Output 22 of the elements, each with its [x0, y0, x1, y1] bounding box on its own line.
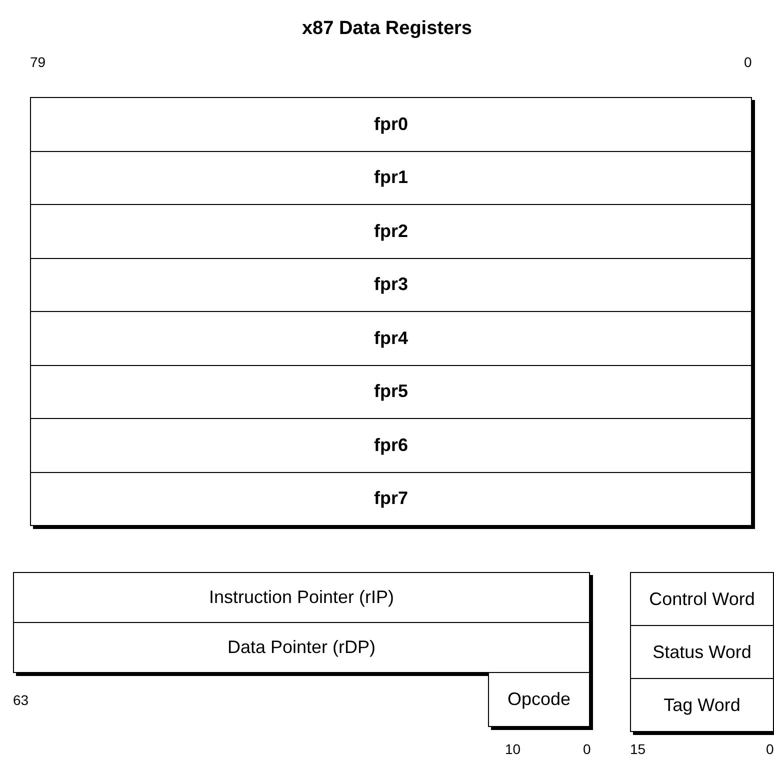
- bit-number: 0: [744, 54, 752, 70]
- pointer-field: Data Pointer (rDP): [13, 622, 590, 673]
- bit-number: 79: [30, 54, 46, 70]
- bit-number: 15: [630, 741, 646, 757]
- bit-number: 0: [766, 741, 774, 757]
- register-field: fpr7: [30, 472, 752, 526]
- register-field: fpr3: [30, 258, 752, 312]
- control-field: Status Word: [630, 625, 774, 679]
- register-field: fpr2: [30, 204, 752, 258]
- pointer-field: Instruction Pointer (rIP): [13, 572, 590, 623]
- opcode-field: Opcode: [488, 672, 590, 727]
- register-field: fpr6: [30, 418, 752, 472]
- diagram-title: x87 Data Registers: [300, 18, 474, 40]
- register-field: fpr0: [30, 97, 752, 152]
- register-field: fpr5: [30, 364, 752, 419]
- control-field: Control Word: [630, 572, 774, 626]
- register-field: fpr1: [30, 150, 752, 205]
- control-field: Tag Word: [630, 678, 774, 732]
- register-field: fpr4: [30, 311, 752, 366]
- bit-number: 63: [13, 692, 29, 708]
- bit-number: 0: [583, 741, 591, 757]
- bit-number: 10: [505, 741, 521, 757]
